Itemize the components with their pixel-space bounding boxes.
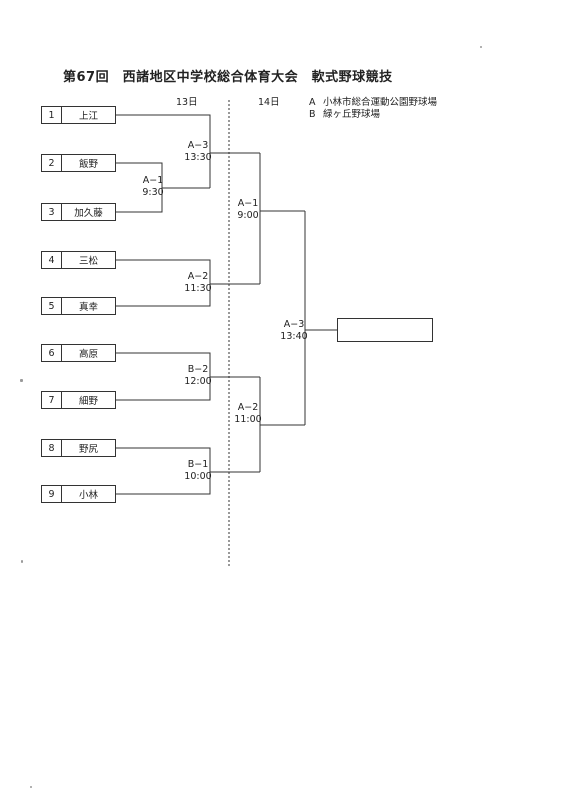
game-time: 9:00 [237, 210, 259, 221]
game-label-r2-a2: A−2 11:30 [176, 271, 220, 295]
game-code: B−1 [187, 459, 209, 470]
team-seed: 2 [42, 155, 62, 171]
team-seed: 1 [42, 107, 62, 123]
game-label-r2-b2: B−2 12:00 [176, 364, 220, 388]
team-box-5: 5 真幸 [41, 297, 116, 315]
team-name: 三松 [78, 256, 98, 267]
game-time: 12:00 [184, 376, 212, 387]
game-code: A−2 [237, 402, 259, 413]
scan-speck [480, 46, 482, 48]
team-box-7: 7 細野 [41, 391, 116, 409]
game-label-r1-a1: A−1 9:30 [131, 175, 175, 199]
bracket-line-r2-a2 [116, 259, 211, 307]
team-seed: 6 [42, 345, 62, 361]
team-name: 野尻 [78, 444, 98, 455]
venue-code: B [309, 109, 316, 120]
venue-legend-b: B 緑ヶ丘野球場 [309, 106, 380, 120]
game-time: 13:40 [280, 331, 308, 342]
team-box-2: 2 飯野 [41, 154, 116, 172]
team-name: 上江 [78, 111, 98, 122]
game-time: 11:30 [184, 283, 212, 294]
team-box-6: 6 高原 [41, 344, 116, 362]
venue-name: 緑ヶ丘野球場 [323, 109, 381, 120]
game-label-sf-a2: A−2 11:00 [226, 402, 270, 426]
game-label-sf-a1: A−1 9:00 [226, 198, 270, 222]
team-name: 加久藤 [74, 208, 103, 219]
page-title: 第67回 西諸地区中学校総合体育大会 軟式野球競技 [63, 70, 393, 85]
day-label-13: 13日 [176, 97, 198, 108]
game-label-r2-b1: B−1 10:00 [176, 459, 220, 483]
scan-speck [30, 786, 32, 788]
scan-speck [21, 560, 23, 563]
team-name: 真幸 [78, 302, 98, 313]
team-seed: 4 [42, 252, 62, 268]
day-label-14: 14日 [258, 97, 280, 108]
team-seed: 8 [42, 440, 62, 456]
venue-name: 小林市総合運動公園野球場 [323, 97, 438, 108]
game-code: A−1 [237, 198, 259, 209]
game-time: 11:00 [234, 414, 262, 425]
game-label-final: A−3 13:40 [272, 319, 316, 343]
team-name: 飯野 [78, 159, 98, 170]
venue-legend-a: A 小林市総合運動公園野球場 [309, 94, 437, 108]
winner-box [337, 318, 433, 342]
game-label-r2-a3: A−3 13:30 [176, 140, 220, 164]
game-code: A−3 [283, 319, 305, 330]
team-box-8: 8 野尻 [41, 439, 116, 457]
team-seed: 5 [42, 298, 62, 314]
team-box-9: 9 小林 [41, 485, 116, 503]
team-name: 高原 [78, 349, 98, 360]
team-box-1: 1 上江 [41, 106, 116, 124]
bracket-line-r2-a3 [116, 114, 211, 188]
game-time: 9:30 [142, 187, 164, 198]
venue-code: A [309, 97, 316, 108]
game-code: A−3 [187, 140, 209, 151]
game-time: 10:00 [184, 471, 212, 482]
team-seed: 7 [42, 392, 62, 408]
team-box-4: 4 三松 [41, 251, 116, 269]
team-box-3: 3 加久藤 [41, 203, 116, 221]
bracket-line-r2-b1 [116, 447, 211, 495]
game-code: A−2 [187, 271, 209, 282]
team-name: 細野 [78, 396, 98, 407]
game-time: 13:30 [184, 152, 212, 163]
game-code: B−2 [187, 364, 209, 375]
team-seed: 3 [42, 204, 62, 220]
team-seed: 9 [42, 486, 62, 502]
scan-speck [20, 379, 23, 382]
game-code: A−1 [142, 175, 164, 186]
team-name: 小林 [78, 490, 98, 501]
